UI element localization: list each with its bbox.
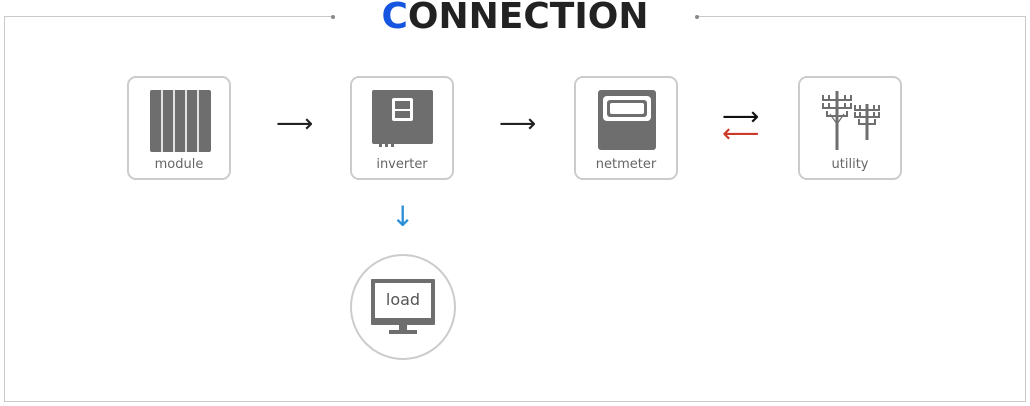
frame-dot-right [695, 14, 699, 19]
node-load: load [350, 254, 456, 360]
node-label-utility: utility [831, 157, 869, 172]
frame-dot-left [331, 14, 335, 19]
node-label-load: load [385, 290, 421, 309]
arrow-inverter-to-load: ↓ [391, 200, 415, 233]
inverter-icon [372, 90, 433, 147]
frame-top-line-right [697, 16, 1026, 17]
frame-top-line-left [4, 16, 334, 17]
diagram-frame [4, 16, 1026, 402]
node-label-module: module [154, 157, 204, 172]
meter-icon [598, 90, 656, 150]
arrow-utility-to-netmeter: ⟵ [722, 119, 760, 149]
node-label-inverter: inverter [376, 157, 428, 172]
arrow-module-to-inverter: ⟶ [276, 109, 314, 139]
node-utility: utility [798, 76, 902, 180]
node-inverter: inverter [350, 76, 454, 180]
node-module: module [127, 76, 231, 180]
title-rest: ONNECTION [407, 0, 649, 37]
title-first-letter: C [381, 0, 408, 37]
arrow-netmeter-to-utility: ⟶ [722, 102, 760, 132]
power-pole-icon [822, 91, 880, 150]
monitor-icon [371, 279, 435, 334]
node-label-netmeter: netmeter [595, 157, 657, 172]
solar-panel-icon [150, 90, 211, 152]
arrow-inverter-to-netmeter: ⟶ [499, 109, 537, 139]
node-netmeter: netmeter [574, 76, 678, 180]
page-title: CONNECTION [340, 0, 690, 37]
